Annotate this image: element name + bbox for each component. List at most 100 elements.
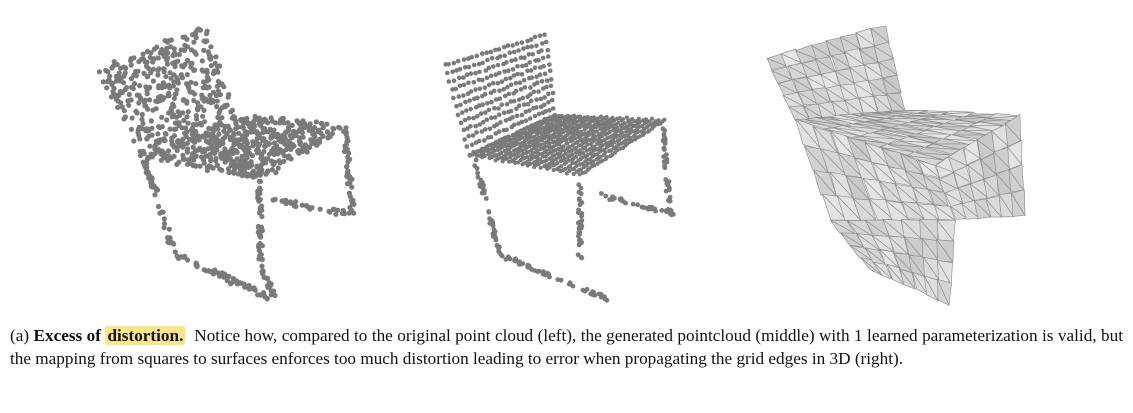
point	[257, 190, 263, 196]
point	[203, 130, 209, 136]
original-point-cloud-image	[96, 26, 357, 302]
point	[281, 132, 287, 138]
point	[632, 123, 637, 128]
point	[463, 99, 468, 105]
point	[547, 62, 552, 67]
point	[136, 59, 142, 65]
point	[152, 192, 158, 198]
point	[535, 149, 540, 154]
point	[573, 154, 579, 159]
point	[471, 115, 476, 121]
point	[111, 85, 117, 91]
point	[324, 121, 330, 127]
mesh-triangle	[860, 257, 882, 276]
point	[486, 107, 492, 113]
point	[464, 108, 469, 113]
point	[624, 115, 629, 120]
point	[140, 51, 146, 57]
point	[524, 130, 529, 135]
point	[180, 152, 186, 158]
point	[268, 115, 274, 121]
point	[471, 79, 477, 85]
point	[170, 240, 176, 246]
mesh-triangle	[912, 271, 929, 296]
point	[494, 122, 500, 127]
point	[299, 148, 306, 155]
point	[281, 158, 287, 164]
point	[451, 95, 456, 101]
point	[536, 89, 541, 94]
point	[137, 83, 143, 89]
point	[514, 106, 519, 112]
point	[581, 150, 586, 155]
point	[534, 74, 539, 80]
point	[139, 116, 145, 122]
mesh-triangle	[855, 31, 876, 49]
point	[493, 97, 499, 102]
point	[480, 60, 485, 66]
point	[176, 51, 182, 58]
point	[200, 94, 206, 101]
mesh-triangle	[887, 166, 913, 187]
point	[547, 165, 552, 170]
point	[256, 178, 262, 184]
point	[476, 103, 482, 108]
point	[526, 149, 531, 154]
point	[480, 77, 485, 83]
point	[662, 147, 667, 152]
point	[552, 113, 557, 118]
point	[257, 172, 263, 178]
point	[497, 112, 502, 117]
point	[547, 115, 552, 120]
point	[663, 208, 669, 214]
mesh-triangle	[935, 165, 955, 179]
mesh-triangle	[844, 125, 882, 134]
point	[577, 172, 582, 177]
point	[241, 139, 248, 145]
point	[616, 138, 622, 143]
point	[528, 161, 533, 166]
point	[550, 90, 556, 96]
point	[238, 166, 244, 172]
point	[271, 140, 277, 146]
point	[191, 97, 197, 104]
point	[526, 52, 532, 57]
mesh-triangle	[961, 203, 980, 220]
point	[454, 103, 459, 109]
point	[516, 48, 521, 53]
point	[509, 58, 514, 63]
point	[254, 150, 260, 156]
point	[329, 131, 335, 137]
point	[470, 133, 476, 138]
point	[266, 141, 272, 147]
point	[477, 86, 483, 92]
point	[502, 93, 508, 99]
point	[571, 132, 576, 138]
point	[507, 50, 513, 55]
mesh-triangle	[937, 279, 950, 306]
point	[121, 116, 127, 122]
point	[529, 123, 534, 128]
point	[290, 143, 296, 150]
point	[147, 143, 153, 149]
point	[203, 268, 210, 274]
point	[173, 91, 179, 97]
point	[598, 114, 603, 119]
point	[174, 161, 180, 167]
point	[305, 204, 311, 210]
point	[511, 73, 517, 78]
point	[630, 201, 636, 207]
point	[259, 263, 265, 269]
point	[265, 156, 271, 162]
point	[497, 244, 502, 250]
point	[477, 184, 483, 189]
point	[482, 153, 487, 158]
point	[539, 48, 544, 53]
point	[217, 107, 223, 113]
point	[336, 124, 342, 130]
point	[511, 49, 517, 55]
point	[486, 82, 492, 88]
point	[667, 211, 673, 216]
point	[546, 91, 551, 97]
point	[547, 68, 553, 74]
